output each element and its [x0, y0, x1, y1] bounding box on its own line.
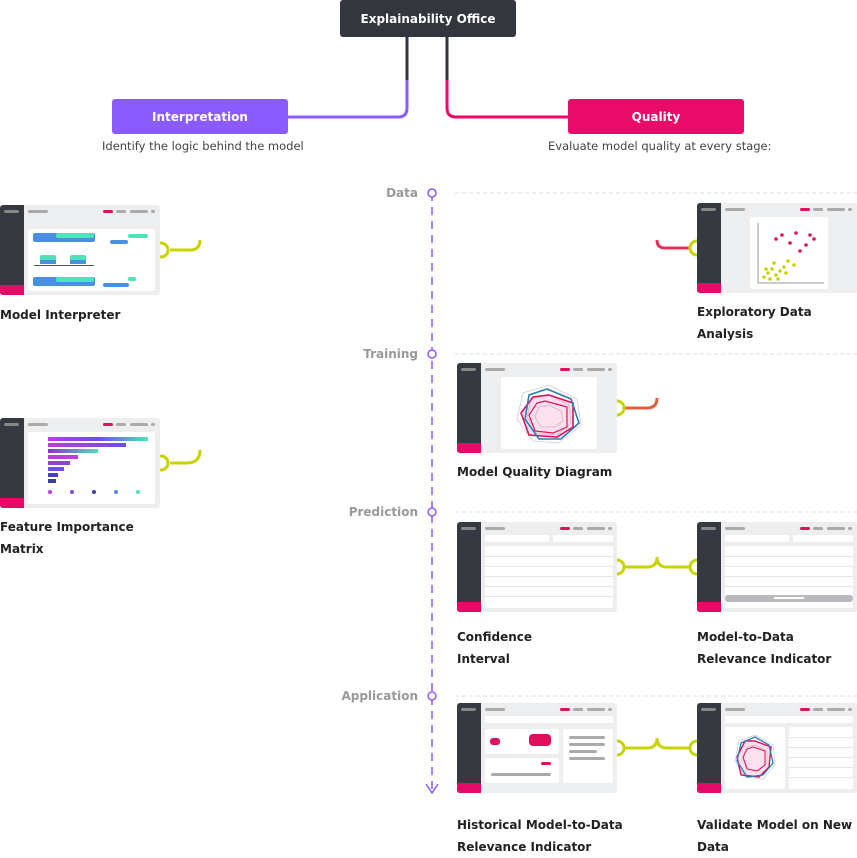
eda-thumbnail	[697, 203, 857, 293]
stage-data: Data	[386, 186, 418, 200]
model-quality-diagram-thumbnail	[457, 363, 617, 453]
interpretation-subtitle: Identify the logic behind the model	[102, 139, 304, 153]
stage-training: Training	[363, 347, 418, 361]
model-to-data-relevance-label: Model-to-Data Relevance Indicator	[697, 630, 832, 666]
model-quality-diagram-label: Model Quality Diagram	[457, 465, 613, 479]
interpretation-box: Interpretation	[112, 99, 288, 134]
confidence-interval-label: Confidence Interval	[457, 630, 533, 666]
validate-model-thumbnail	[697, 703, 857, 793]
explainability-office-box: Explainability Office	[340, 0, 516, 37]
historical-relevance-thumbnail	[457, 703, 617, 793]
wire-to-interpretation	[288, 37, 409, 119]
validate-model-label: Validate Model on New Data	[697, 818, 853, 854]
wire-to-quality	[445, 37, 568, 119]
quality-subtitle: Evaluate model quality at every stage:	[548, 139, 772, 153]
model-to-data-relevance-thumbnail	[697, 522, 857, 612]
eda-label: Exploratory Data Analysis	[697, 305, 812, 341]
feature-importance-thumbnail	[0, 418, 160, 508]
stage-application: Application	[341, 689, 418, 703]
stage-prediction: Prediction	[348, 505, 418, 519]
confidence-interval-thumbnail	[457, 522, 617, 612]
historical-relevance-label: Historical Model-to-Data Relevance Indic…	[457, 818, 623, 854]
feature-importance-label: Feature Importance Matrix	[0, 520, 134, 556]
model-interpreter-label: Model Interpreter	[0, 308, 121, 322]
quality-box: Quality	[568, 99, 744, 134]
model-interpreter-thumbnail	[0, 205, 160, 295]
